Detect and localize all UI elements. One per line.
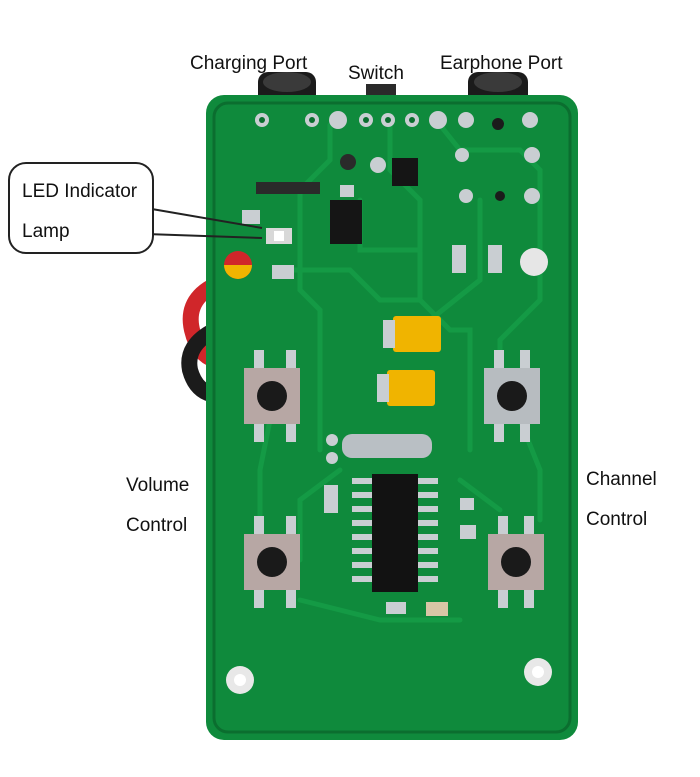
- top-ics: [242, 154, 502, 279]
- capacitors: [377, 316, 441, 406]
- label-channel-line1: Channel: [586, 469, 657, 490]
- label-switch: Switch: [348, 63, 404, 84]
- volume-button-bottom: [244, 516, 300, 608]
- led-callout-box: [8, 162, 154, 254]
- label-volume-line2: Control: [126, 515, 188, 536]
- right-pads: [455, 147, 548, 276]
- label-earphone-port: Earphone Port: [440, 53, 563, 74]
- led-indicator-lamp: [266, 228, 292, 244]
- mounting-holes: [226, 658, 552, 694]
- label-led-line2: Lamp: [22, 221, 70, 242]
- label-volume-line1: Volume: [126, 475, 190, 496]
- channel-button-bottom: [488, 516, 544, 608]
- callout-pointer: [145, 207, 263, 239]
- label-charging-port: Charging Port: [190, 53, 308, 74]
- label-channel-line2: Control: [586, 509, 648, 530]
- main-chip: [324, 474, 476, 616]
- top-header-pins: [255, 111, 538, 130]
- channel-button-top: [484, 350, 540, 442]
- volume-button-top: [244, 350, 300, 442]
- crystal-oscillator: [326, 434, 432, 464]
- label-led-line1: LED Indicator: [22, 181, 138, 202]
